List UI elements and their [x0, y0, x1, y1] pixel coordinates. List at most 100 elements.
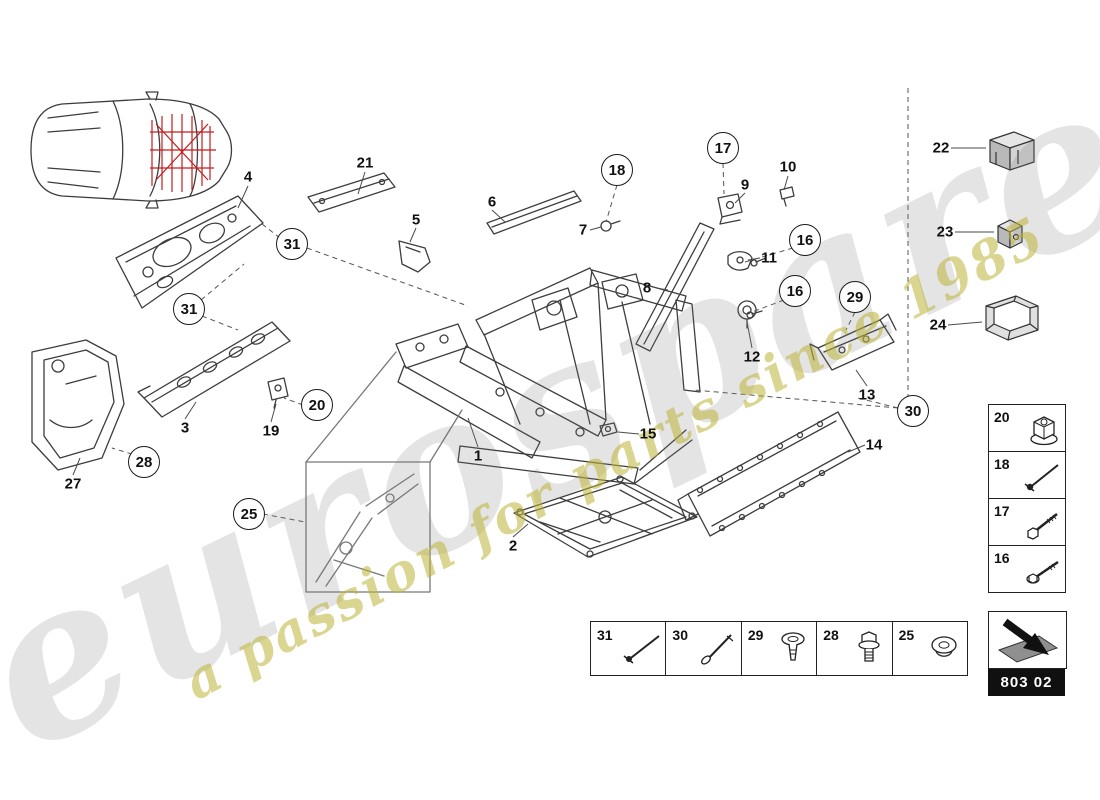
- callout-part-15[interactable]: 15: [639, 425, 657, 443]
- callout-label: 17: [714, 139, 732, 157]
- callout-part-30[interactable]: 30: [897, 395, 929, 427]
- part-21-bar: [307, 172, 396, 213]
- hardware-table-bottom: 31 30 29 28 25: [590, 621, 968, 676]
- car-highlighted-front-frame: [150, 114, 216, 192]
- part-2-underbody-plate: [513, 475, 698, 558]
- hardware-row-17[interactable]: 17: [989, 499, 1065, 546]
- part-code-badge: 803 02: [988, 669, 1065, 696]
- callout-part-16-b[interactable]: 16: [779, 275, 811, 307]
- callout-label: 31: [283, 235, 301, 253]
- callout-part-6[interactable]: 6: [487, 193, 497, 211]
- callout-label: 18: [608, 161, 626, 179]
- part-16-bolts: [746, 257, 767, 319]
- direction-arrow-box: [988, 611, 1067, 669]
- countersunk-screw-icon: [781, 632, 805, 661]
- callout-part-20[interactable]: 20: [301, 389, 333, 421]
- callout-part-9[interactable]: 9: [740, 176, 750, 194]
- callout-part-21[interactable]: 21: [356, 154, 374, 172]
- callout-part-31-b[interactable]: 31: [173, 293, 205, 325]
- hardware-label: 16: [994, 550, 1010, 566]
- hardware-label: 17: [994, 503, 1010, 519]
- hardware-label: 30: [672, 627, 688, 643]
- callout-label: 25: [240, 505, 258, 523]
- callout-part-17[interactable]: 17: [707, 132, 739, 164]
- callout-label: 31: [180, 300, 198, 318]
- part-1-front-frame: [395, 267, 701, 485]
- callout-label: 20: [308, 396, 326, 414]
- hardware-label: 20: [994, 409, 1010, 425]
- hardware-label: 29: [747, 627, 764, 643]
- callout-label: 16: [796, 231, 814, 249]
- part-6-strip: [486, 190, 582, 235]
- part-24-sleeve-icon: [985, 295, 1039, 341]
- part-14-frame-panel: [677, 411, 861, 537]
- hardware-cell-31[interactable]: 31: [591, 622, 667, 675]
- part-5-bracket: [398, 240, 431, 273]
- hardware-label: 18: [994, 456, 1010, 472]
- leader-lines-solid: [72, 147, 994, 538]
- hardware-cell-29[interactable]: 29: [742, 622, 818, 675]
- hardware-cell-25[interactable]: 25: [893, 622, 967, 675]
- callout-part-1[interactable]: 1: [473, 447, 483, 465]
- callout-label: 28: [135, 453, 153, 471]
- blind-rivet-icon: [1024, 464, 1059, 492]
- part-23-block-icon: [997, 219, 1023, 249]
- hardware-row-18[interactable]: 18: [989, 452, 1065, 499]
- callout-part-11[interactable]: 11: [761, 249, 777, 267]
- part-10-clip: [779, 186, 795, 207]
- cap-nut-icon: [931, 636, 957, 657]
- part-27-wheel-housing: [31, 339, 125, 471]
- callout-part-25[interactable]: 25: [233, 498, 265, 530]
- pin-rivet-icon: [700, 634, 734, 665]
- hardware-row-16[interactable]: 16: [989, 546, 1065, 592]
- hardware-cell-30[interactable]: 30: [666, 622, 742, 675]
- callout-part-8[interactable]: 8: [642, 279, 652, 297]
- callout-part-3[interactable]: 3: [180, 419, 190, 437]
- hardware-table-right: 20 18 17 16: [988, 404, 1066, 593]
- callout-part-2[interactable]: 2: [508, 537, 518, 555]
- callout-part-22[interactable]: 22: [932, 139, 950, 157]
- callout-part-27[interactable]: 27: [64, 475, 82, 493]
- callout-part-13[interactable]: 13: [858, 386, 876, 404]
- hardware-label: 25: [898, 627, 915, 643]
- callout-part-14[interactable]: 14: [865, 436, 883, 454]
- callout-part-5[interactable]: 5: [411, 211, 421, 229]
- callout-part-24[interactable]: 24: [929, 316, 947, 334]
- direction-arrow-icon: [997, 618, 1059, 663]
- part-4-bulkhead-panel: [115, 195, 264, 309]
- blind-rivet-icon: [623, 635, 661, 664]
- part-19-bracket: [267, 377, 289, 409]
- hardware-label: 31: [597, 627, 613, 643]
- part-3-rail: [137, 321, 291, 418]
- inset-detail-box: [305, 351, 463, 593]
- callout-part-19[interactable]: 19: [262, 422, 280, 440]
- callout-part-4[interactable]: 4: [243, 168, 253, 186]
- callout-part-12[interactable]: 12: [743, 348, 761, 366]
- hex-bolt-icon: [1027, 513, 1058, 540]
- hardware-cell-28[interactable]: 28: [817, 622, 893, 675]
- part-11-bracket: [727, 251, 753, 271]
- car-top-view: [30, 91, 233, 209]
- callout-part-23[interactable]: 23: [936, 223, 954, 241]
- part-9-bracket: [717, 193, 743, 225]
- part-7-clip: [600, 220, 621, 232]
- callout-label: 16: [786, 282, 804, 300]
- callout-part-16-a[interactable]: 16: [789, 224, 821, 256]
- callout-label: 30: [904, 402, 922, 420]
- part-13-rail: [809, 313, 897, 371]
- part-15-clip: [599, 422, 618, 437]
- callout-part-31-a[interactable]: 31: [276, 228, 308, 260]
- flange-bolt-icon: [857, 631, 880, 662]
- flange-nut-icon: [1030, 416, 1058, 446]
- callout-part-28[interactable]: 28: [128, 446, 160, 478]
- hardware-row-20[interactable]: 20: [989, 405, 1065, 452]
- callout-part-18[interactable]: 18: [601, 154, 633, 186]
- callout-label: 29: [846, 288, 864, 306]
- callout-part-7[interactable]: 7: [578, 221, 588, 239]
- hex-screw-icon: [1026, 560, 1059, 584]
- part-22-bracket-icon: [989, 131, 1035, 171]
- leader-lines-dashed: [111, 88, 909, 523]
- callout-part-29[interactable]: 29: [839, 281, 871, 313]
- callout-part-10[interactable]: 10: [779, 158, 797, 176]
